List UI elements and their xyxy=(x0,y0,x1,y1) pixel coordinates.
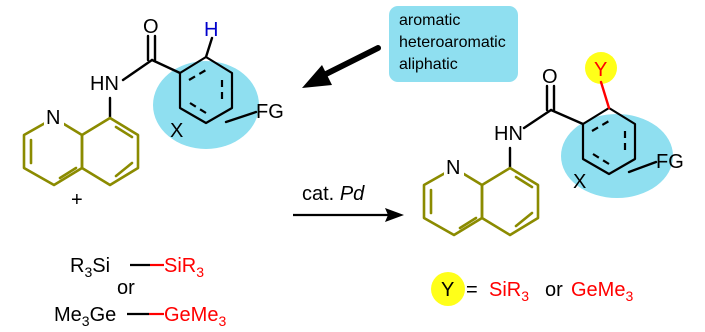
product-aryl-highlight xyxy=(561,114,673,198)
product-y-highlight xyxy=(585,52,617,84)
substrate-carbonyl-o: O xyxy=(143,16,159,38)
substrate-ring-x: X xyxy=(170,120,183,142)
substrate-aryl-highlight xyxy=(153,61,259,149)
substrate-nh: HN xyxy=(90,73,119,95)
product-aryl-carbonyl-bond xyxy=(549,108,585,126)
callout-line-aliphatic: aliphatic xyxy=(399,56,458,73)
reagent-2-right: GeMe3 xyxy=(164,304,226,329)
arrow-condition: cat. Pd xyxy=(302,183,365,205)
product-carbonyl-o: O xyxy=(542,66,558,88)
product-nh: HN xyxy=(494,123,523,145)
product-ring-x: X xyxy=(573,171,586,193)
callout-arrow xyxy=(302,45,381,88)
product-ring-dashes xyxy=(591,120,627,165)
plus-sign: + xyxy=(71,189,83,211)
digermane-reagent: Me3Ge GeMe3 xyxy=(54,304,226,329)
substrate-quinoline-n: N xyxy=(46,107,60,129)
disilane-reagent: R3Si SiR3 xyxy=(70,255,204,280)
legend-option-2: GeMe3 xyxy=(571,279,633,304)
product-quinoline xyxy=(422,157,540,237)
substrate-h-atom: H xyxy=(204,19,218,41)
legend-equals: = xyxy=(466,279,478,301)
product-c-y-bond xyxy=(599,80,611,110)
reagent-1-right: SiR3 xyxy=(164,255,204,280)
substrate-fg: FG xyxy=(256,101,284,123)
callout-line-aromatic: aromatic xyxy=(399,12,460,29)
substrate-fg-bond xyxy=(224,110,258,124)
reagent-1-left: R3Si xyxy=(70,255,110,280)
product-fg-bond xyxy=(627,160,658,174)
reaction-arrow xyxy=(293,208,404,222)
or-text: or xyxy=(117,277,135,299)
callout-line-heteroaromatic: heteroaromatic xyxy=(399,34,506,51)
legend-y: Y xyxy=(441,279,454,301)
product-fg: FG xyxy=(656,151,684,173)
legend-y-highlight xyxy=(431,272,465,306)
product-y-atom: Y xyxy=(594,59,607,81)
substrate-ring-dashes xyxy=(188,69,224,114)
arrow-condition-prefix: cat. xyxy=(302,183,334,205)
product-quinoline-n: N xyxy=(446,157,460,179)
substrate-scope-callout xyxy=(389,6,518,82)
legend-or: or xyxy=(545,279,563,301)
reagent-2-left: Me3Ge xyxy=(54,304,116,329)
product-c-n-bond xyxy=(522,108,553,130)
substrate-c-n-bond xyxy=(121,58,154,82)
substrate-ch-bond xyxy=(204,36,214,59)
legend-option-1: SiR3 xyxy=(489,279,529,304)
substrate-aryl-carbonyl-bond xyxy=(150,58,182,75)
substrate-quinoline xyxy=(22,107,140,187)
arrow-catalyst: Pd xyxy=(340,183,365,205)
